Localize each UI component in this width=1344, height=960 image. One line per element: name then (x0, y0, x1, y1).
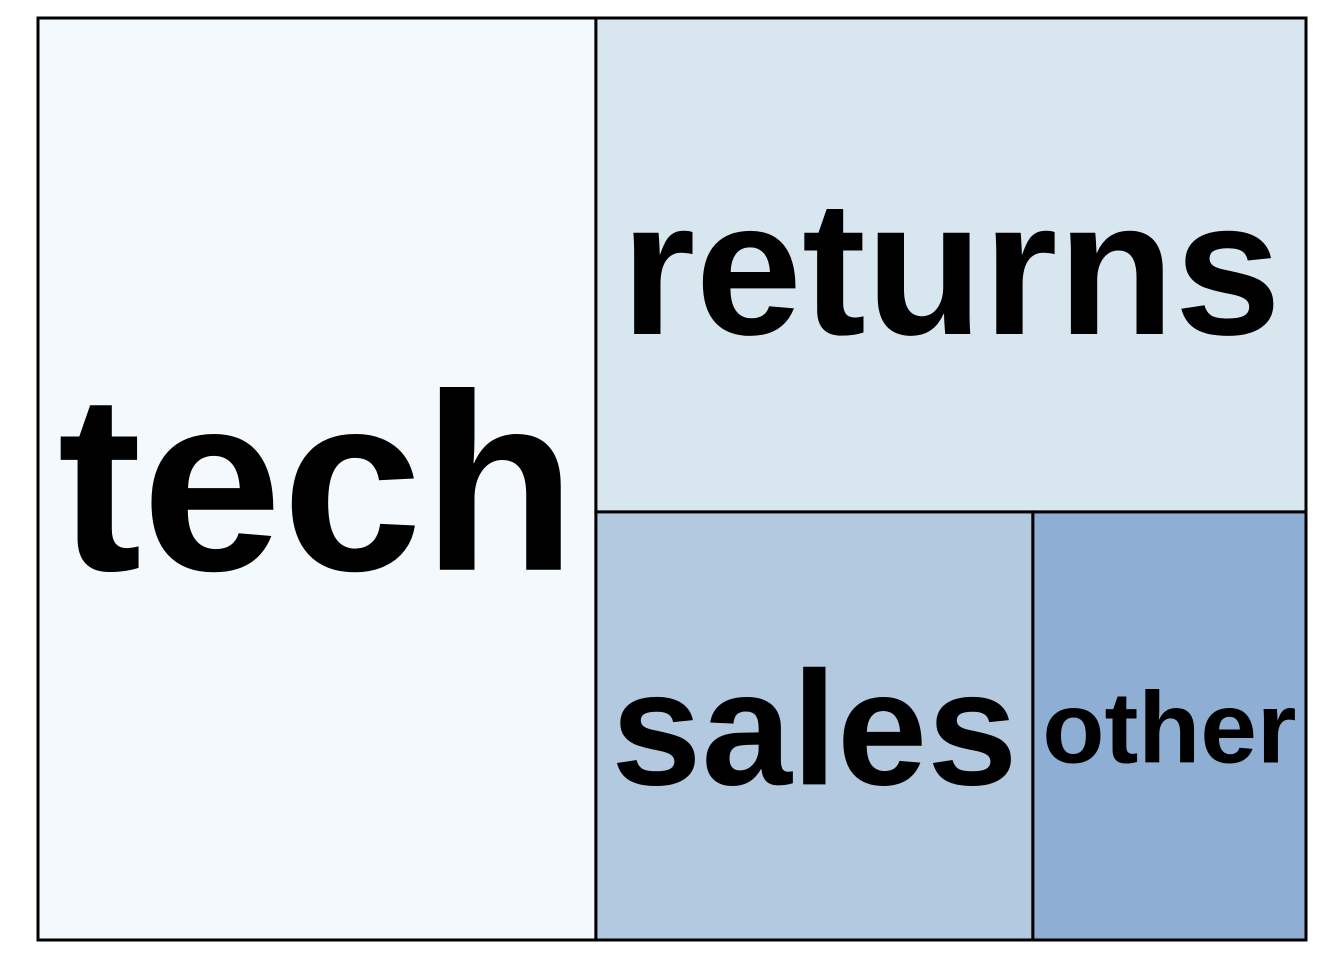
tile-returns (594, 16, 1308, 514)
tile-label-returns: returns (621, 160, 1281, 375)
tile-label-other: other (1042, 671, 1296, 785)
tile-label-tech: tech (58, 343, 577, 624)
tile-label-sales: sales (611, 638, 1017, 819)
tile-other (1031, 510, 1308, 942)
treemap-tiles (36, 16, 1308, 942)
tile-tech (36, 16, 598, 942)
tile-sales (594, 510, 1035, 942)
